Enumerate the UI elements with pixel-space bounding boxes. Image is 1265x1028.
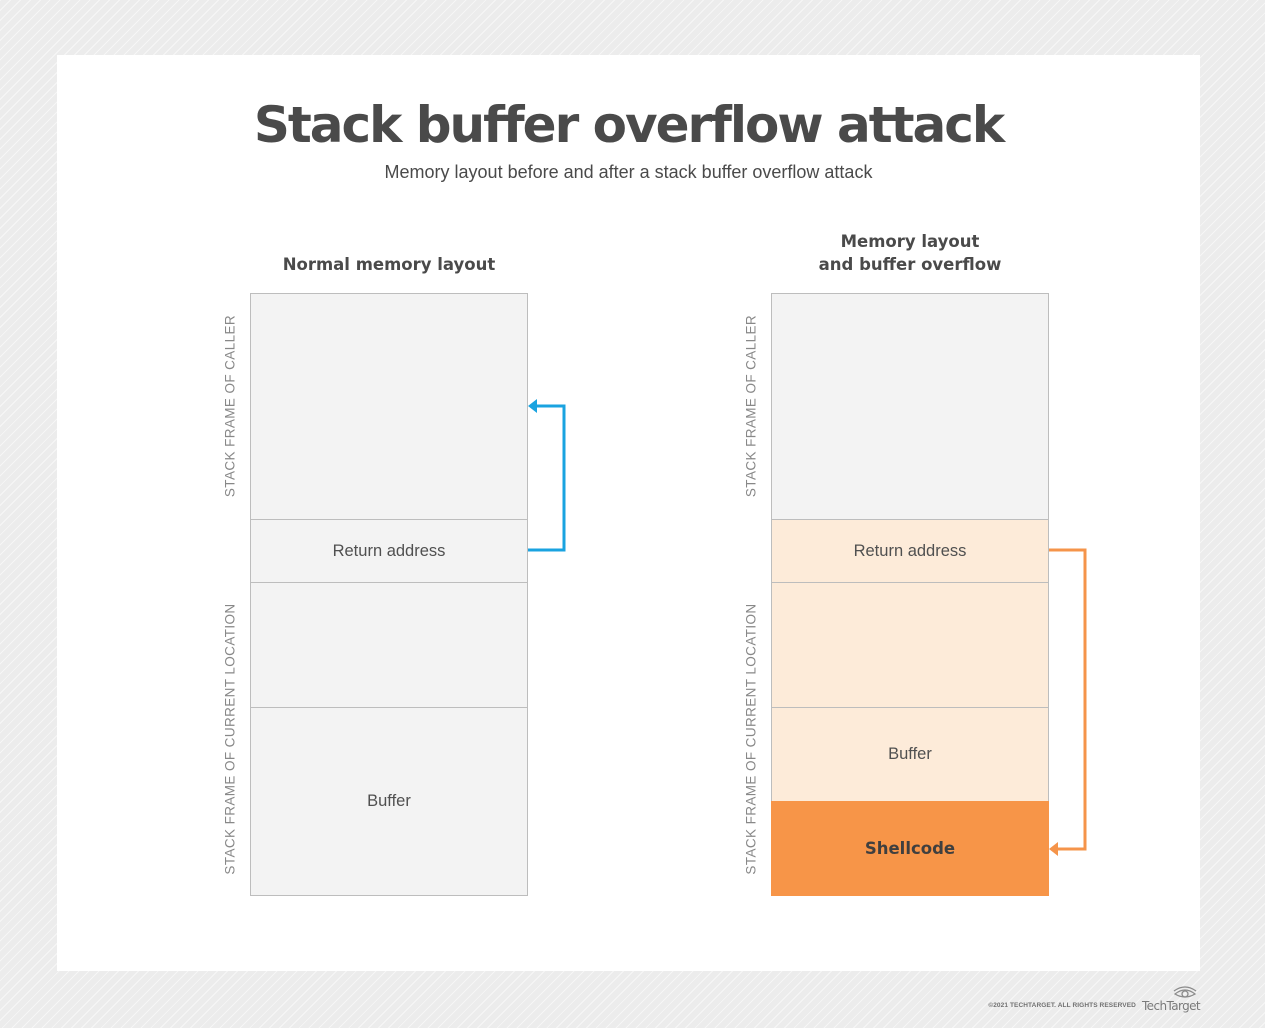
- page-title: Stack buffer overflow attack: [253, 96, 1005, 154]
- brand-logo: TechTarget: [1141, 985, 1201, 1013]
- right-current-frame-block: [771, 582, 1049, 708]
- left-caller-frame-label: STACK FRAME OF CALLER: [222, 314, 238, 498]
- right-caller-frame-block: [771, 293, 1049, 520]
- right-shellcode-block: Shellcode: [771, 801, 1049, 896]
- left-return-address-block: Return address: [250, 519, 528, 583]
- brand-name: TechTarget: [1141, 999, 1201, 1013]
- copyright-text: ©2021 TECHTARGET. ALL RIGHTS RESERVED: [988, 1002, 1136, 1009]
- left-current-frame-label: STACK FRAME OF CURRENT LOCATION: [222, 603, 238, 875]
- left-caller-frame-block: [250, 293, 528, 520]
- right-caller-frame-label: STACK FRAME OF CALLER: [743, 314, 759, 498]
- right-current-frame-label: STACK FRAME OF CURRENT LOCATION: [743, 603, 759, 875]
- eye-logo-icon: [1173, 986, 1197, 998]
- page-subtitle: Memory layout before and after a stack b…: [384, 162, 873, 182]
- left-buffer-block: Buffer: [250, 707, 528, 896]
- footer: ©2021 TECHTARGET. ALL RIGHTS RESERVED Te…: [988, 985, 1201, 1013]
- left-current-frame-block: [250, 582, 528, 708]
- left-column-heading: Normal memory layout: [282, 255, 496, 274]
- right-column-heading: Memory layout and buffer overflow: [818, 232, 1002, 274]
- right-buffer-block: Buffer: [771, 707, 1049, 802]
- right-return-address-block: Return address: [771, 519, 1049, 583]
